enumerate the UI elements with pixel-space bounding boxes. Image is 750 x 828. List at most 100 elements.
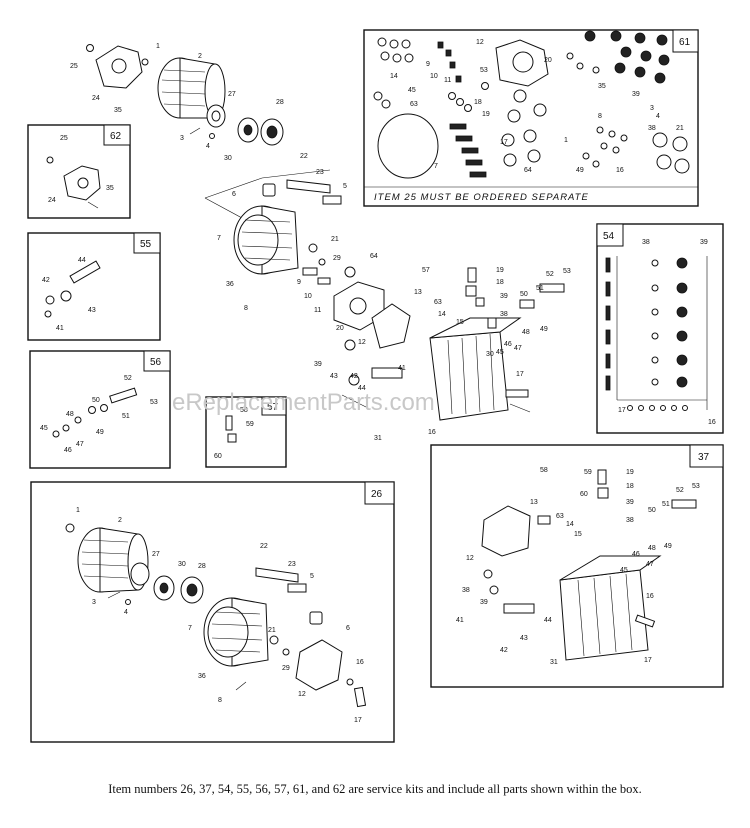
watermark: eReplacementParts.com xyxy=(172,389,435,416)
label: 58 xyxy=(240,407,248,414)
label: 21 xyxy=(676,125,684,132)
label: 24 xyxy=(92,95,100,102)
label: 42 xyxy=(42,277,50,284)
label: 38 xyxy=(648,125,656,132)
label: 29 xyxy=(333,255,341,262)
label: 38 xyxy=(626,517,634,524)
label: 17 xyxy=(644,657,652,664)
label: 43 xyxy=(88,307,96,314)
kit-62-labels: 25 24 35 xyxy=(48,135,114,204)
kit-37-number: 37 xyxy=(698,452,710,463)
label: 17 xyxy=(354,717,362,724)
label: 4 xyxy=(206,143,210,150)
kit-box-37: 37 xyxy=(430,444,724,688)
label: 3 xyxy=(650,105,654,112)
label: 63 xyxy=(410,101,418,108)
label: 48 xyxy=(648,545,656,552)
label: 45 xyxy=(496,349,504,356)
label: 13 xyxy=(530,499,538,506)
label: 39 xyxy=(500,293,508,300)
label: 44 xyxy=(544,617,552,624)
label: 19 xyxy=(496,267,504,274)
label: 14 xyxy=(390,73,398,80)
label: 14 xyxy=(566,521,574,528)
label: 27 xyxy=(152,551,160,558)
label: 59 xyxy=(584,469,592,476)
label: 11 xyxy=(444,77,451,84)
label: 10 xyxy=(304,293,312,300)
label: 35 xyxy=(106,185,114,192)
label: 13 xyxy=(414,289,422,296)
kit-54-rows xyxy=(605,257,688,411)
label: 58 xyxy=(540,467,548,474)
label: 17 xyxy=(618,407,626,414)
label: 47 xyxy=(646,561,654,568)
label: 35 xyxy=(598,83,606,90)
label: 9 xyxy=(426,61,430,68)
label: 46 xyxy=(64,447,72,454)
label: 4 xyxy=(124,609,128,616)
kit-56-labels: 52 53 50 51 48 49 45 46 47 xyxy=(40,375,158,454)
label: 14 xyxy=(438,311,446,318)
kit-57-labels: 58 59 60 xyxy=(214,407,254,460)
label: 22 xyxy=(300,153,308,160)
label: 25 xyxy=(60,135,68,142)
label: 17 xyxy=(500,139,508,146)
label: 49 xyxy=(576,167,584,174)
label: 23 xyxy=(288,561,296,568)
kit-56-number: 56 xyxy=(150,357,162,368)
label: 8 xyxy=(218,697,222,704)
label: 51 xyxy=(122,413,130,420)
kit-62-number: 62 xyxy=(110,131,122,142)
label: 8 xyxy=(598,113,602,120)
kit-37-parts xyxy=(481,469,697,661)
label: 5 xyxy=(343,183,347,190)
label: 12 xyxy=(358,339,366,346)
label: 45 xyxy=(408,87,416,94)
label: 52 xyxy=(124,375,132,382)
kit-box-61: 61 ITEM 25 MUST BE ORDERED SEPARATE xyxy=(363,29,699,207)
kit-54-labels: 38 39 17 16 xyxy=(618,239,716,426)
kit-box-54: 54 xyxy=(596,223,724,434)
label: 1 xyxy=(564,137,568,144)
label: 12 xyxy=(476,39,484,46)
label: 18 xyxy=(474,99,482,106)
label: 38 xyxy=(500,311,508,318)
kit-55-number: 55 xyxy=(140,239,152,250)
label: 50 xyxy=(648,507,656,514)
label: 39 xyxy=(700,239,708,246)
label: 48 xyxy=(522,329,530,336)
label: 16 xyxy=(428,429,436,436)
label: 7 xyxy=(434,163,438,170)
label: 64 xyxy=(524,167,532,174)
kit-56-parts xyxy=(52,387,138,438)
label: 11 xyxy=(314,307,321,314)
label: 3 xyxy=(180,135,184,142)
kit-57-parts xyxy=(225,415,237,443)
label: 19 xyxy=(626,469,634,476)
label: 45 xyxy=(40,425,48,432)
kit-57-number: 57 xyxy=(267,402,279,413)
kit-54-parts xyxy=(605,256,708,411)
label: 52 xyxy=(546,271,554,278)
label: 30 xyxy=(178,561,186,568)
label: 21 xyxy=(268,627,276,634)
kit-26-parts xyxy=(65,523,367,708)
label: 57 xyxy=(422,267,430,274)
label: 41 xyxy=(398,365,406,372)
label: 28 xyxy=(198,563,206,570)
kit-61-labels: 12 14 10 11 9 53 45 63 18 19 20 35 8 39 … xyxy=(390,39,684,174)
label: 16 xyxy=(708,419,716,426)
kit-55-labels: 42 44 43 41 xyxy=(42,257,96,332)
label: 12 xyxy=(466,555,474,562)
label: 10 xyxy=(430,73,438,80)
label: 36 xyxy=(226,281,234,288)
kit-54-number: 54 xyxy=(603,231,615,242)
label: 51 xyxy=(536,285,544,292)
label: 20 xyxy=(544,57,552,64)
label: 23 xyxy=(316,169,324,176)
label: 43 xyxy=(330,373,338,380)
label: 21 xyxy=(331,236,339,243)
label: 30 xyxy=(224,155,232,162)
